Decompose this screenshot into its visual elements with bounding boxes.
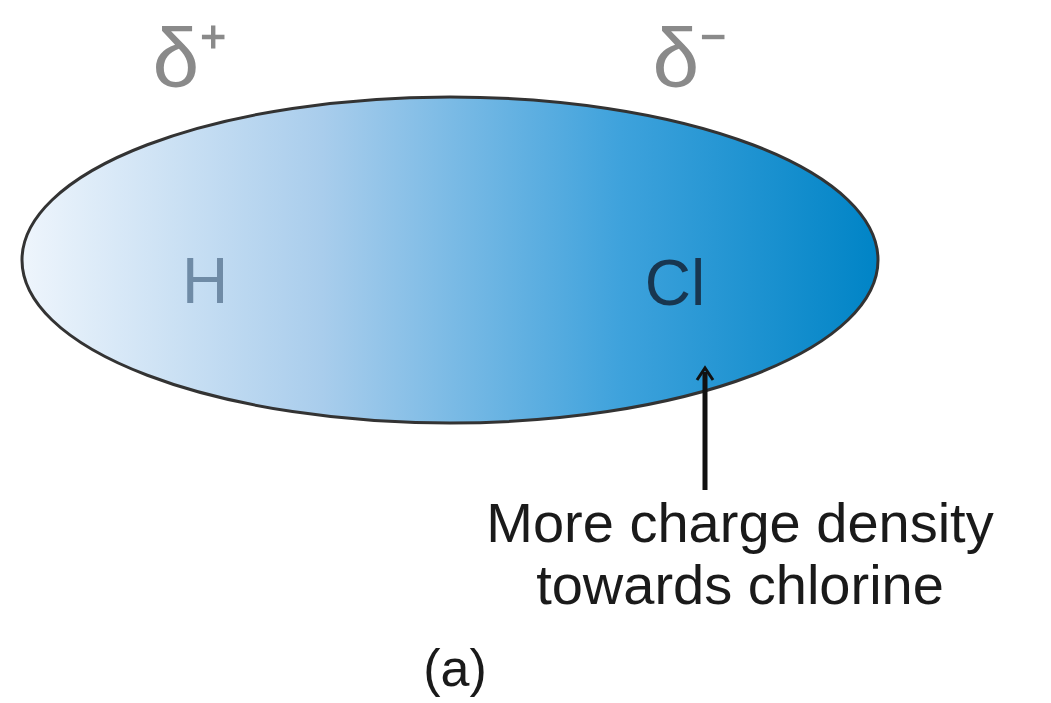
molecule-ellipse: H Cl xyxy=(20,95,880,425)
figure-label: (a) xyxy=(375,640,535,697)
partial-charge: δ⁺ xyxy=(120,12,260,104)
electron-cloud xyxy=(20,95,880,425)
annotation: More charge density towards chlorine xyxy=(440,492,1040,615)
partial-charge: δ⁻ xyxy=(620,12,760,104)
leader-tip xyxy=(697,368,713,380)
leader-line xyxy=(703,372,708,490)
atom-symbol: H xyxy=(182,249,228,313)
ellipse-outline xyxy=(22,97,878,423)
atom-symbol: Cl xyxy=(645,251,705,315)
